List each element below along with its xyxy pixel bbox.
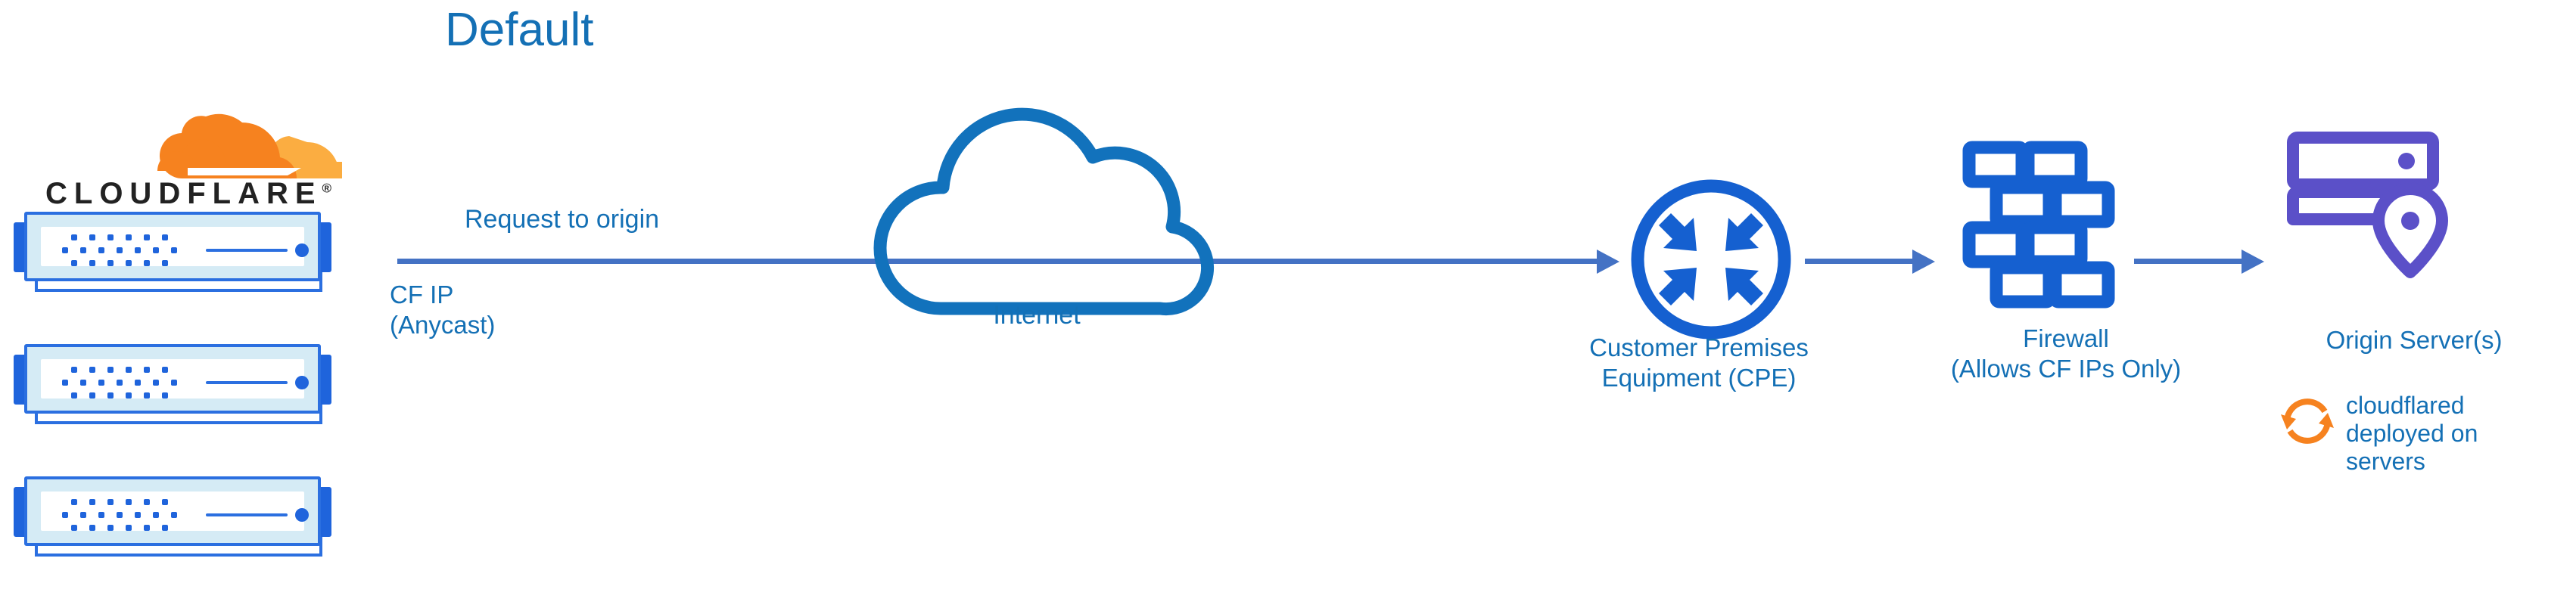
edge-server-rack: [14, 212, 331, 293]
label-cf-ip: CF IP (Anycast): [390, 281, 496, 339]
rack-body: [24, 476, 321, 546]
rack-panel: [41, 227, 309, 266]
label-cloudflared: cloudflared deployed on servers: [2346, 392, 2478, 475]
router-icon: [1626, 174, 1797, 345]
rack-led-icon: [295, 243, 309, 257]
edge-server-rack: [14, 344, 331, 426]
rack-vent-dots: [62, 367, 177, 398]
sync-arrows-icon: [2279, 393, 2335, 449]
arrow-firewall-to-origin: [2134, 259, 2248, 264]
label-request-to-origin: Request to origin: [465, 205, 660, 234]
page-title: Default: [445, 4, 594, 56]
wordmark-text: CLOUDFLARE: [45, 177, 322, 210]
edge-server-rack: [14, 476, 331, 558]
arrow-firewall-to-origin-head-icon: [2242, 250, 2264, 274]
rack-status-line: [206, 513, 288, 516]
arrow-cpe-to-firewall: [1805, 259, 1918, 264]
rack-status-line: [206, 249, 288, 252]
rack-body: [24, 344, 321, 414]
label-internet: Internet: [993, 301, 1081, 330]
registered-mark: ®: [322, 181, 332, 196]
rack-vent-dots: [62, 234, 177, 266]
server-location-icon: [2285, 130, 2459, 281]
cloudflare-wordmark: CLOUDFLARE®: [45, 177, 331, 211]
rack-body: [24, 212, 321, 281]
label-origin-server: Origin Server(s): [2326, 326, 2503, 354]
arrow-edge-to-cpe-head-icon: [1597, 250, 1619, 274]
rack-led-icon: [295, 508, 309, 522]
cloudflare-cloud-logo-icon: [15, 106, 348, 212]
label-cpe: Customer Premises Equipment (CPE): [1589, 333, 1809, 392]
arrow-edge-to-cpe: [397, 259, 1610, 264]
rack-panel: [41, 492, 309, 531]
arrow-cpe-to-firewall-head-icon: [1912, 250, 1935, 274]
rack-led-icon: [295, 376, 309, 389]
rack-vent-dots: [62, 499, 177, 531]
rack-status-line: [206, 381, 288, 384]
label-firewall: Firewall (Allows CF IPs Only): [1950, 324, 2182, 383]
rack-panel: [41, 359, 309, 398]
cloud-icon: [827, 104, 1266, 331]
brick-wall-icon: [1960, 140, 2117, 314]
